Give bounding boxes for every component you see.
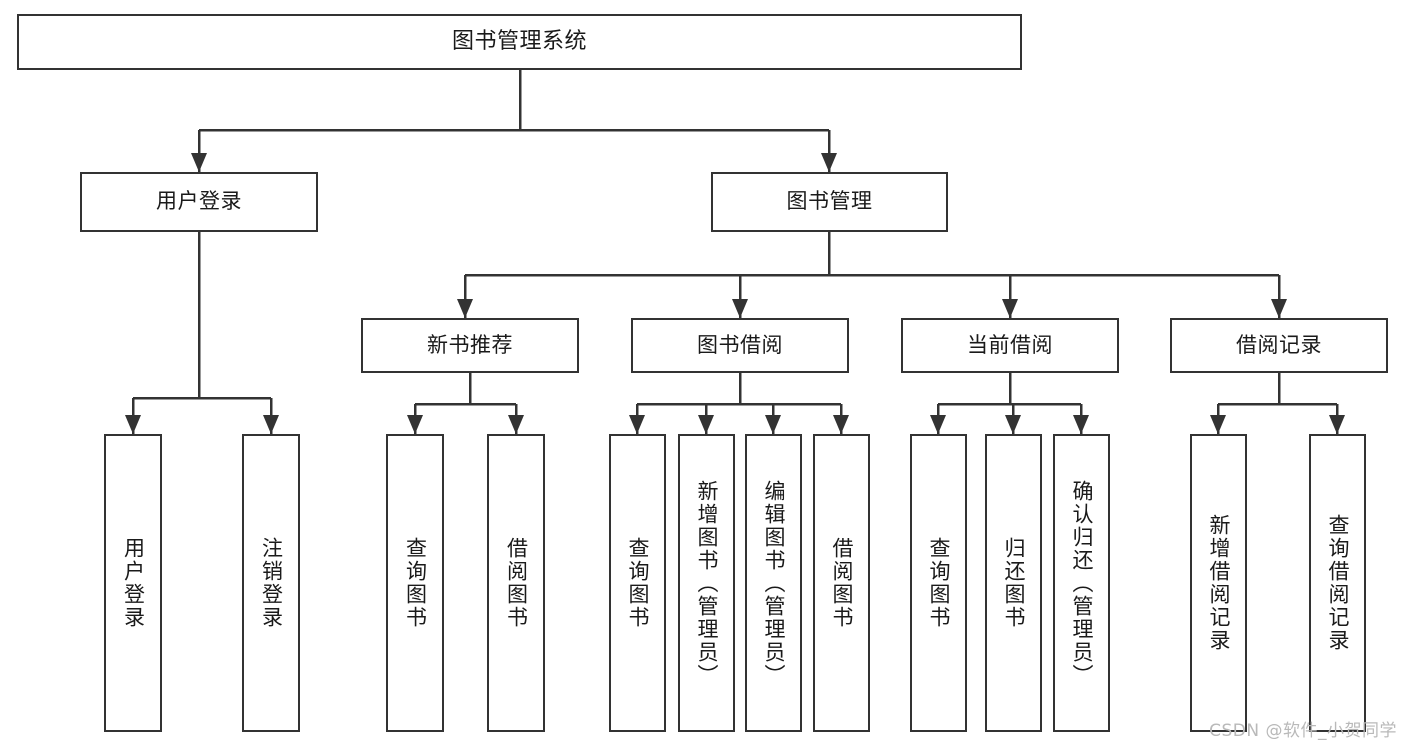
node-current-borrow[interactable]: 当前借阅	[901, 318, 1119, 373]
node-leaf-confirm-return[interactable]: 确认归还（管理员）	[1053, 434, 1110, 732]
node-leaf-return-book[interactable]: 归还图书	[985, 434, 1042, 732]
watermark-text: CSDN @软件_小贺同学	[1209, 721, 1397, 741]
node-borrow-records[interactable]: 借阅记录	[1170, 318, 1388, 373]
node-leaf-logout[interactable]: 注销登录	[242, 434, 300, 732]
node-leaf-edit-book[interactable]: 编辑图书（管理员）	[745, 434, 802, 732]
node-leaf-add-borrow-record[interactable]: 新增借阅记录	[1190, 434, 1247, 732]
node-root-system[interactable]: 图书管理系统	[17, 14, 1022, 70]
node-leaf-add-book[interactable]: 新增图书（管理员）	[678, 434, 735, 732]
node-leaf-query-book-recommend[interactable]: 查询图书	[386, 434, 444, 732]
node-user-login[interactable]: 用户登录	[80, 172, 318, 232]
node-leaf-query-borrow-record[interactable]: 查询借阅记录	[1309, 434, 1366, 732]
node-new-book-recommend[interactable]: 新书推荐	[361, 318, 579, 373]
node-book-borrow[interactable]: 图书借阅	[631, 318, 849, 373]
node-leaf-borrow-book[interactable]: 借阅图书	[813, 434, 870, 732]
node-leaf-query-book-borrow[interactable]: 查询图书	[609, 434, 666, 732]
node-leaf-borrow-book-recommend[interactable]: 借阅图书	[487, 434, 545, 732]
node-book-management[interactable]: 图书管理	[711, 172, 948, 232]
node-leaf-query-book-current[interactable]: 查询图书	[910, 434, 967, 732]
node-leaf-user-login[interactable]: 用户登录	[104, 434, 162, 732]
